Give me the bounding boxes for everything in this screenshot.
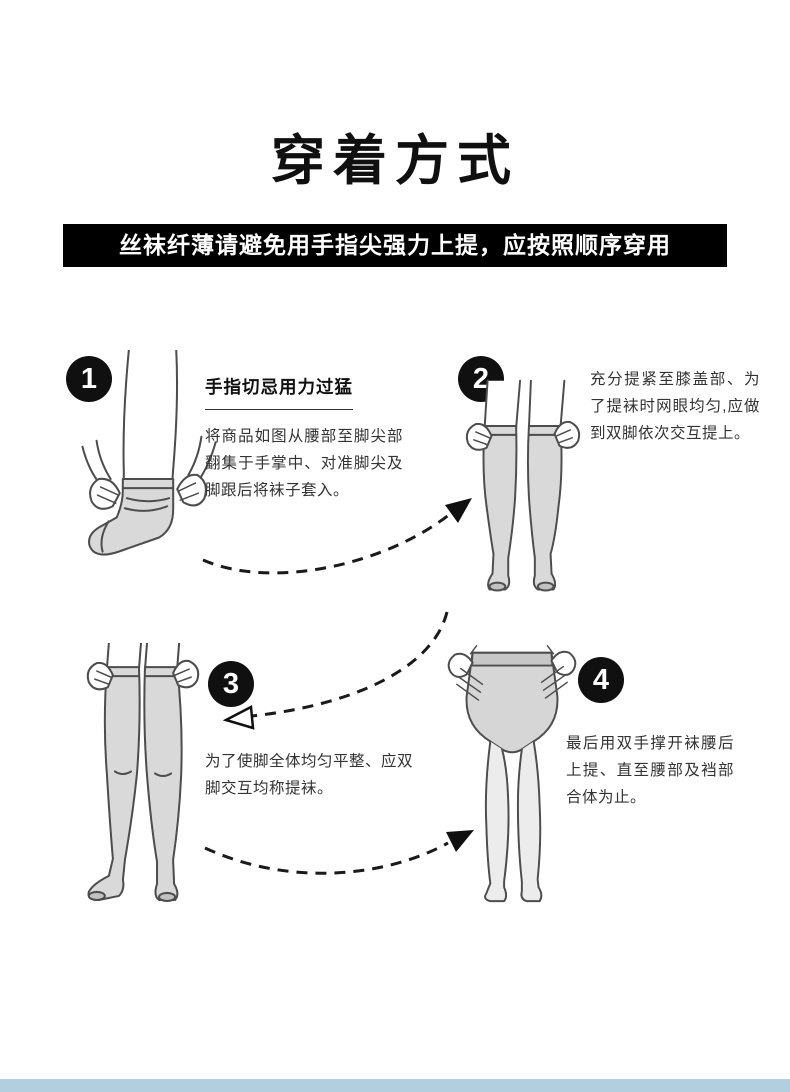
warning-banner: 丝袜纤薄请避免用手指尖强力上提，应按照顺序穿用 — [63, 224, 727, 267]
step-4-badge: 4 — [578, 657, 624, 703]
step-3-text: 为了使脚全体均匀平整、应双脚交互均称提袜。 — [205, 748, 413, 802]
step-1-illustration sock-over-foot-figure — [78, 350, 220, 600]
step-3-badge: 3 — [208, 661, 254, 707]
step-1-heading: 手指切忌用力过猛 — [205, 372, 353, 410]
step-3-illustration thigh-high-stockings-figure — [78, 643, 210, 909]
step-3-number: 3 — [222, 668, 240, 700]
step-2-number: 2 — [472, 363, 490, 395]
step-3-body: 为了使脚全体均匀平整、应双脚交互均称提袜。 — [205, 753, 414, 798]
arrow-step2-to-step3 — [251, 611, 449, 718]
step-1-body: 将商品如图从腰部至脚尖部翻集于手掌中、对准脚尖及脚跟后将袜子套入。 — [205, 427, 403, 499]
step-4-body: 最后用双手撑开袜腰后上提、直至腰部及裆部合体为止。 — [566, 735, 734, 807]
page-title: 穿着方式 — [271, 131, 519, 191]
step-4-illustration waistband-pull-figure — [443, 636, 581, 910]
step-2-text: 充分提紧至膝盖部、为了提袜时网眼均匀,应做到双脚依次交互提上。 — [590, 366, 760, 447]
step-2-body: 充分提紧至膝盖部、为了提袜时网眼均匀,应做到双脚依次交互提上。 — [590, 371, 760, 443]
step-1-badge: 1 — [66, 356, 112, 402]
step-4-text: 最后用双手撑开袜腰后上提、直至腰部及裆部合体为止。 — [566, 730, 734, 811]
step-1-number: 1 — [80, 363, 98, 395]
arrowhead-open-left — [222, 705, 255, 730]
step-1-text: 手指切忌用力过猛 将商品如图从腰部至脚尖部翻集于手掌中、对准脚尖及脚跟后将袜子套… — [205, 372, 403, 504]
arrow-step1-to-step2 — [202, 512, 451, 575]
step-4-number: 4 — [592, 664, 610, 696]
step-2-illustration knee-high-stockings-figure — [460, 378, 588, 608]
arrow-step3-to-step4 — [204, 841, 449, 875]
bottom-strip — [0, 1079, 790, 1092]
